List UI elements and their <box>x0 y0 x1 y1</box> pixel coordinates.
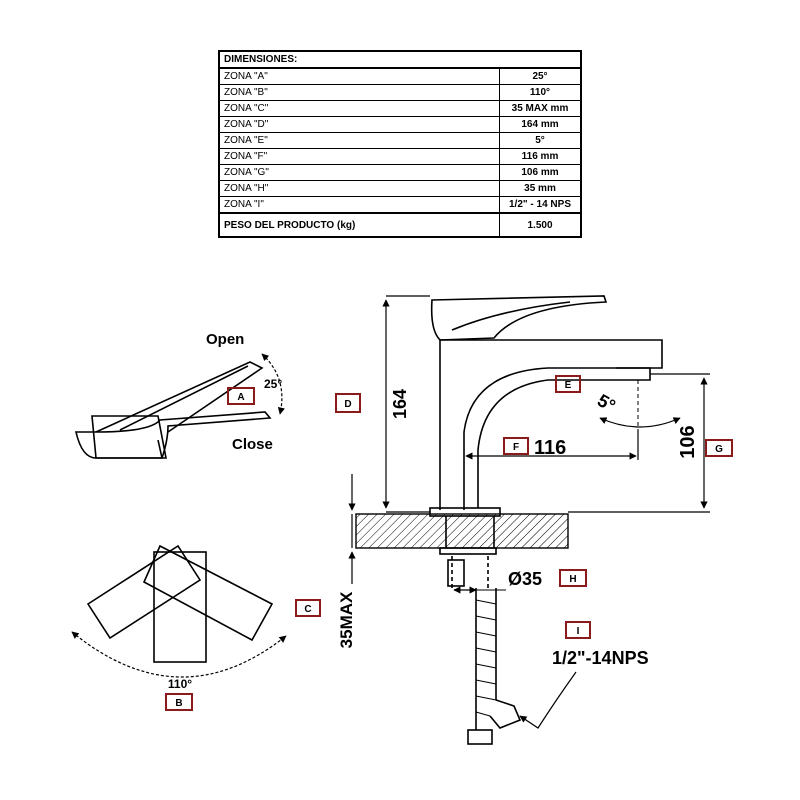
weight-row: PESO DEL PRODUCTO (kg)1.500 <box>218 212 582 238</box>
marker-c-box <box>295 599 321 617</box>
table-title: DIMENSIONES: <box>218 50 582 69</box>
weight-value: 1.500 <box>499 212 582 238</box>
table-row: ZONA "C"35 MAX mm <box>218 100 582 117</box>
dimension-g <box>568 373 710 513</box>
marker-e: E <box>565 380 572 391</box>
faucet-elevation <box>429 295 663 745</box>
marker-c: C <box>304 604 311 615</box>
marker-b-box <box>165 693 193 711</box>
table-row: ZONA "I"1/2" - 14 NPS <box>218 196 582 214</box>
handle-open-outline <box>95 361 264 433</box>
angle-a-arc <box>261 353 285 415</box>
counter-top <box>355 513 569 549</box>
angle-b-arc <box>71 631 287 678</box>
weight-label: PESO DEL PRODUCTO (kg) <box>218 212 500 238</box>
marker-h: H <box>569 574 576 585</box>
marker-b: B <box>175 698 182 709</box>
close-label: Close <box>232 436 273 453</box>
handle-body-close <box>91 415 167 459</box>
open-label: Open <box>206 331 244 348</box>
marker-h-box <box>559 569 587 587</box>
marker-a: A <box>237 392 244 403</box>
marker-e-box <box>555 375 581 393</box>
marker-f-box <box>503 437 529 455</box>
dimension-h-label: Ø35 <box>508 569 542 589</box>
dimension-g-label: 106 <box>677 425 699 458</box>
table-row: ZONA "G"106 mm <box>218 164 582 181</box>
value-cell: 35 mm <box>499 180 582 197</box>
marker-i-box <box>565 621 591 639</box>
marker-d: D <box>344 399 351 410</box>
marker-i: I <box>577 626 580 637</box>
dimension-d-label: 164 <box>390 389 410 419</box>
zone-cell: ZONA "H" <box>218 180 500 197</box>
dimension-d <box>382 295 430 513</box>
angle-e-arc <box>599 417 681 428</box>
marker-f: F <box>513 442 519 453</box>
angle-b-label: 110° <box>168 677 192 691</box>
dimension-f-label: 116 <box>534 437 566 459</box>
dimensions-table: DIMENSIONES: ZONA "A"25° ZONA "B"110° ZO… <box>218 50 582 238</box>
marker-g-box <box>705 439 733 457</box>
dimension-i-label: 1/2"-14NPS <box>552 648 649 668</box>
handle-top-view <box>86 544 274 663</box>
table-row: ZONA "B"110° <box>218 84 582 101</box>
angle-a-label: 25° <box>264 377 282 391</box>
handle-side-view <box>74 361 272 459</box>
dimension-c-label: 35MAX <box>337 591 356 648</box>
dimension-e-label: 5° <box>594 390 619 416</box>
table-row: ZONA "H"35 mm <box>218 180 582 197</box>
marker-g: G <box>715 444 723 455</box>
dimension-i-leader <box>519 671 577 729</box>
marker-d-box <box>335 393 361 413</box>
marker-a-box <box>227 387 255 405</box>
